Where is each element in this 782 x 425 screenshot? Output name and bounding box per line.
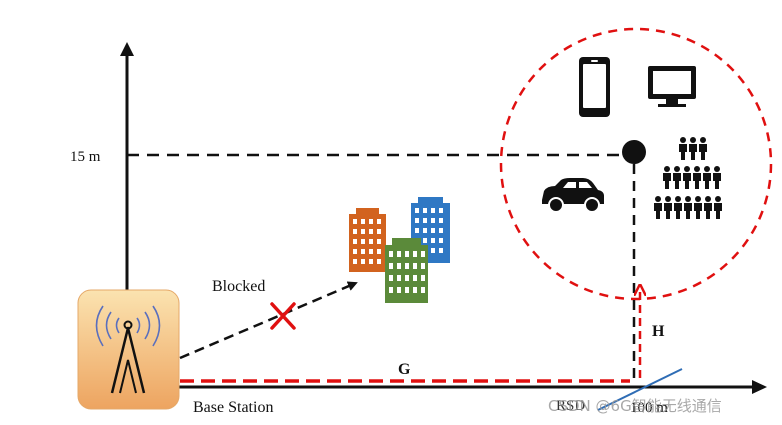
building-window xyxy=(397,275,401,281)
building-window xyxy=(421,263,425,269)
person-figure xyxy=(694,196,702,219)
x-axis xyxy=(127,380,767,394)
uav-node-icon xyxy=(622,140,646,164)
building-window xyxy=(353,259,357,264)
building-window xyxy=(389,275,393,281)
building-window xyxy=(421,251,425,257)
building-window xyxy=(369,229,373,234)
building-window xyxy=(439,208,443,213)
person-figure xyxy=(703,166,711,189)
building-window xyxy=(415,208,419,213)
building-window xyxy=(405,263,409,269)
building-window xyxy=(423,208,427,213)
building-window xyxy=(389,263,393,269)
building-window xyxy=(413,263,417,269)
building-window xyxy=(415,218,419,223)
building-window xyxy=(431,208,435,213)
building-window xyxy=(423,238,427,243)
building-window xyxy=(377,229,381,234)
person-figure xyxy=(683,166,691,189)
base-station-label: Base Station xyxy=(193,399,273,416)
building-window xyxy=(397,287,401,293)
building-window xyxy=(405,287,409,293)
building-window xyxy=(431,238,435,243)
building-window xyxy=(423,228,427,233)
building-window xyxy=(439,248,443,253)
smartphone-icon xyxy=(579,57,610,117)
building-window xyxy=(377,219,381,224)
building-window xyxy=(439,238,443,243)
building-window xyxy=(369,219,373,224)
person-figure xyxy=(704,196,712,219)
building-window xyxy=(353,219,357,224)
blocked-link-arrow xyxy=(179,281,358,360)
building-window xyxy=(421,275,425,281)
building-window xyxy=(423,218,427,223)
person-figure xyxy=(654,196,662,219)
person-figure xyxy=(664,196,672,219)
blocked-label: Blocked xyxy=(212,278,265,295)
height-distance-label: H xyxy=(652,323,665,340)
building-window xyxy=(353,239,357,244)
radio-tower-icon xyxy=(77,289,180,410)
building-window xyxy=(369,239,373,244)
building-window xyxy=(431,248,435,253)
building-window xyxy=(361,249,365,254)
building-window xyxy=(353,249,357,254)
building-window xyxy=(397,263,401,269)
person-figure xyxy=(699,137,707,160)
building-window xyxy=(361,219,365,224)
person-figure xyxy=(689,137,697,160)
rsd-label: RSD xyxy=(556,398,585,414)
building-window xyxy=(405,251,409,257)
person-figure xyxy=(684,196,692,219)
car-icon xyxy=(542,178,604,213)
blocked-x-icon xyxy=(270,302,296,330)
building-window xyxy=(413,287,417,293)
building-window xyxy=(413,275,417,281)
building-window xyxy=(353,229,357,234)
person-figure xyxy=(679,137,687,160)
building-window xyxy=(389,251,393,257)
watermark: CSDN @6G智能无线通信 xyxy=(548,397,722,415)
building-window xyxy=(415,228,419,233)
building-window xyxy=(413,251,417,257)
person-figure xyxy=(663,166,671,189)
building-window xyxy=(431,228,435,233)
building-window xyxy=(397,251,401,257)
height-tick-label: 15 m xyxy=(70,149,101,165)
building-window xyxy=(439,228,443,233)
coverage-circle xyxy=(499,27,773,301)
building-window xyxy=(361,259,365,264)
monitor-icon xyxy=(648,66,696,107)
building-window xyxy=(421,287,425,293)
building-window xyxy=(377,239,381,244)
building-window xyxy=(405,275,409,281)
building-window xyxy=(389,287,393,293)
distance-tick-label: 100 m xyxy=(630,400,668,416)
person-figure xyxy=(693,166,701,189)
building-window xyxy=(377,249,381,254)
building-window xyxy=(369,249,373,254)
building-window xyxy=(361,239,365,244)
person-figure xyxy=(714,196,722,219)
building-window xyxy=(439,218,443,223)
rsd-line xyxy=(597,368,683,411)
building-window xyxy=(361,229,365,234)
ground-distance-label: G xyxy=(398,361,411,378)
building-window xyxy=(431,218,435,223)
person-figure xyxy=(713,166,721,189)
building-window xyxy=(377,259,381,264)
crowd-icon xyxy=(654,137,722,219)
buildings-icon xyxy=(349,197,450,303)
person-figure xyxy=(674,196,682,219)
building-window xyxy=(369,259,373,264)
person-figure xyxy=(673,166,681,189)
